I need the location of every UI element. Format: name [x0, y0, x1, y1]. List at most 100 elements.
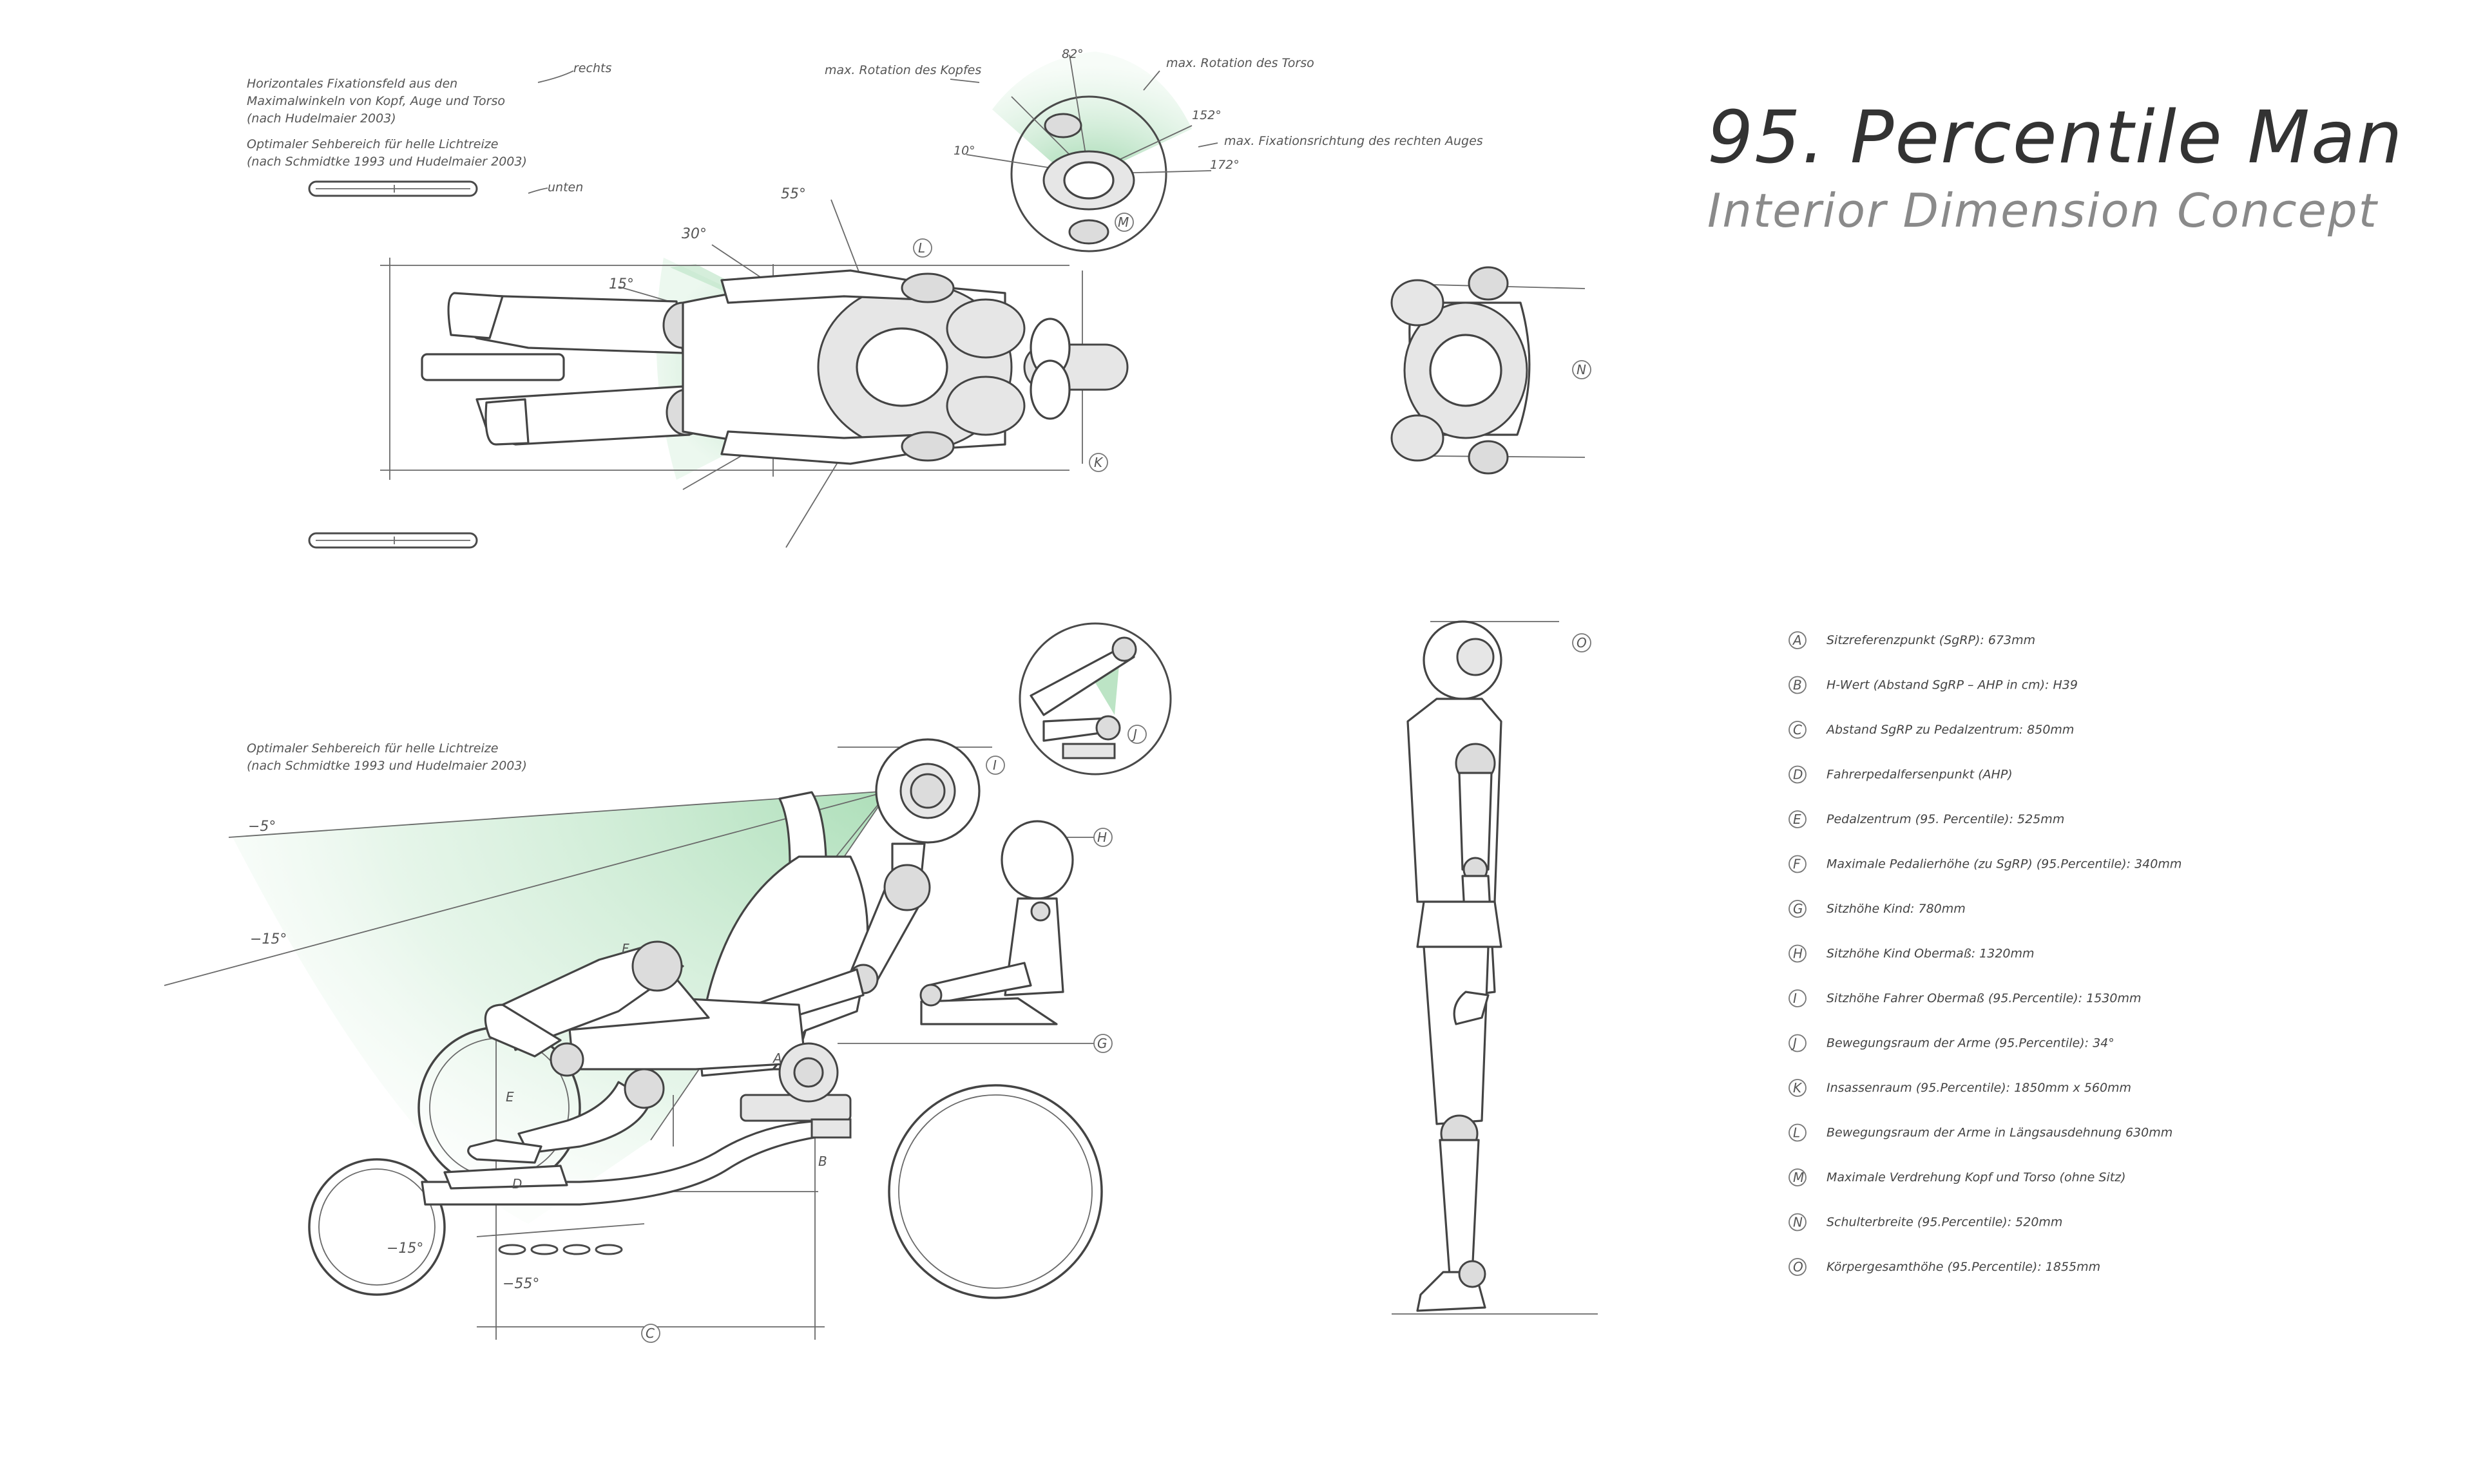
legend-marker: [1788, 721, 1807, 739]
note-rechts: rechts: [573, 61, 611, 75]
legend-text: Schulterbreite (95.Percentile): 520mm: [1827, 1215, 2062, 1230]
legend-letter: B: [1793, 678, 1802, 693]
legend-letter: I: [1793, 991, 1797, 1006]
legend-text: Bewegungsraum der Arme (95.Percentile): …: [1827, 1036, 2114, 1051]
legend-letter: N: [1793, 1215, 1803, 1230]
marker-M: M: [1115, 213, 1134, 232]
legend-item-a: A Sitzreferenzpunkt (SgRP): 673mm: [1788, 631, 2035, 649]
legend-marker: [1788, 631, 1807, 649]
legend-item-h: H Sitzhöhe Kind Obermaß: 1320mm: [1788, 944, 2035, 963]
marker-B: B: [818, 1154, 827, 1169]
svg-text:N: N: [1577, 362, 1586, 377]
legend-marker: [1788, 1123, 1807, 1142]
marker-F: F: [622, 941, 629, 956]
note-rot-torso: max. Rotation des Torso: [1166, 56, 1314, 70]
legend-marker: [1788, 1034, 1807, 1052]
legend-item-o: O Körpergesamthöhe (95.Percentile): 1855m…: [1788, 1258, 2100, 1276]
legend-text: Sitzhöhe Kind Obermaß: 1320mm: [1827, 947, 2035, 961]
svg-text:K: K: [1094, 455, 1104, 470]
legend-marker: [1788, 944, 1807, 963]
legend-letter: F: [1793, 857, 1801, 872]
legend-marker: [1788, 810, 1807, 828]
note-side-optimal-line2: (nach Schmidtke 1993 und Hudelmaier 2003…: [247, 759, 527, 773]
legend-text: Fahrerpedalfersenpunkt (AHP): [1827, 768, 2013, 782]
legend-letter: H: [1793, 946, 1803, 962]
angle-minus15-upper: −15°: [250, 931, 287, 947]
angle-minus55: −55°: [503, 1276, 539, 1292]
legend-letter: J: [1790, 1036, 1797, 1051]
legend-marker: [1788, 765, 1807, 784]
page-subtitle: Interior Dimension Concept: [1707, 184, 2379, 238]
marker-A: A: [772, 1051, 782, 1066]
legend-item-g: G Sitzhöhe Kind: 780mm: [1788, 900, 1966, 918]
legend-item-f: F Maximale Pedalierhöhe (zu SgRP) (95.Per…: [1788, 855, 2182, 873]
legend-letter: D: [1793, 767, 1803, 783]
legend-letter: G: [1793, 901, 1803, 917]
angle-152: 152°: [1192, 108, 1222, 122]
marker-K: K: [1089, 453, 1108, 472]
note-fixation-line1: Horizontales Fixationsfeld aus den: [247, 77, 457, 91]
svg-text:I: I: [993, 757, 997, 773]
legend-marker: [1788, 1258, 1807, 1276]
angle-minus5: −5°: [248, 819, 276, 835]
legend-item-k: K Insassenraum (95.Percentile): 1850mm x …: [1788, 1079, 2131, 1097]
legend-text: Abstand SgRP zu Pedalzentrum: 850mm: [1825, 723, 2074, 737]
legend-item-l: L Bewegungsraum der Arme in Längsausdehnu…: [1788, 1123, 2172, 1142]
legend-item-e: E Pedalzentrum (95. Percentile): 525mm: [1788, 810, 2064, 828]
side-view: [164, 622, 1172, 1340]
legend-text: Sitzhöhe Kind: 780mm: [1827, 902, 1966, 916]
note-optimal-line1: Optimaler Sehbereich für helle Lichtreiz…: [247, 137, 498, 151]
marker-O: O: [1572, 633, 1591, 652]
legend-item-d: D Fahrerpedalfersenpunkt (AHP): [1788, 765, 2013, 784]
marker-L: L: [913, 238, 932, 258]
arm-motion-detail: [1019, 622, 1172, 775]
svg-text:C: C: [646, 1326, 655, 1341]
legend-text: Insassenraum (95.Percentile): 1850mm x 5…: [1827, 1081, 2131, 1095]
legend-letter: M: [1793, 1170, 1804, 1185]
rear-wheel: [888, 1084, 1103, 1299]
legend-item-n: N Schulterbreite (95.Percentile): 520mm: [1788, 1213, 2062, 1232]
legend-letter: E: [1793, 812, 1801, 827]
front-view-shoulders: [1390, 266, 1586, 475]
scale-bar-top: [308, 180, 478, 197]
legend-text: Sitzreferenzpunkt (SgRP): 673mm: [1827, 633, 2035, 647]
top-view: [380, 199, 1129, 548]
svg-text:H: H: [1097, 830, 1107, 845]
legend-text: Maximale Pedalierhöhe (zu SgRP) (95.Perc…: [1827, 857, 2182, 871]
note-side-optimal-line1: Optimaler Sehbereich für helle Lichtreiz…: [247, 741, 498, 756]
angle-30: 30°: [682, 226, 707, 242]
marker-D: D: [512, 1176, 522, 1192]
legend-letter: L: [1793, 1125, 1800, 1141]
marker-H: H: [1093, 828, 1113, 847]
svg-text:D: D: [512, 1176, 522, 1192]
legend-letter: A: [1792, 633, 1802, 648]
legend-text: Bewegungsraum der Arme in Längsausdehnun…: [1827, 1126, 2172, 1140]
legend-marker: [1788, 1168, 1807, 1186]
marker-G: G: [1093, 1034, 1113, 1053]
svg-text:O: O: [1577, 635, 1587, 651]
angle-82: 82°: [1062, 47, 1084, 61]
legend-letter: K: [1793, 1080, 1803, 1096]
angle-172: 172°: [1210, 158, 1240, 172]
svg-text:L: L: [918, 240, 925, 256]
legend-text: Pedalzentrum (95. Percentile): 525mm: [1827, 812, 2064, 826]
child-figure: [919, 820, 1074, 1025]
legend-text: Körpergesamthöhe (95.Percentile): 1855mm: [1827, 1260, 2100, 1274]
note-fix-auge: max. Fixationsrichtung des rechten Auges: [1224, 134, 1483, 148]
marker-I: I: [986, 756, 1005, 775]
legend-marker: [1788, 855, 1807, 873]
standing-figure: [1392, 620, 1598, 1315]
note-rot-kopf: max. Rotation des Kopfes: [825, 63, 981, 77]
legend-marker: [1788, 989, 1807, 1007]
marker-C: C: [641, 1324, 660, 1343]
legend-letter: O: [1793, 1259, 1803, 1275]
legend-item-j: J Bewegungsraum der Arme (95.Percentile):…: [1788, 1034, 2114, 1052]
title-block: 95. Percentile Man Interior Dimension Co…: [1707, 96, 2402, 238]
angle-minus15-lower: −15°: [387, 1241, 423, 1257]
